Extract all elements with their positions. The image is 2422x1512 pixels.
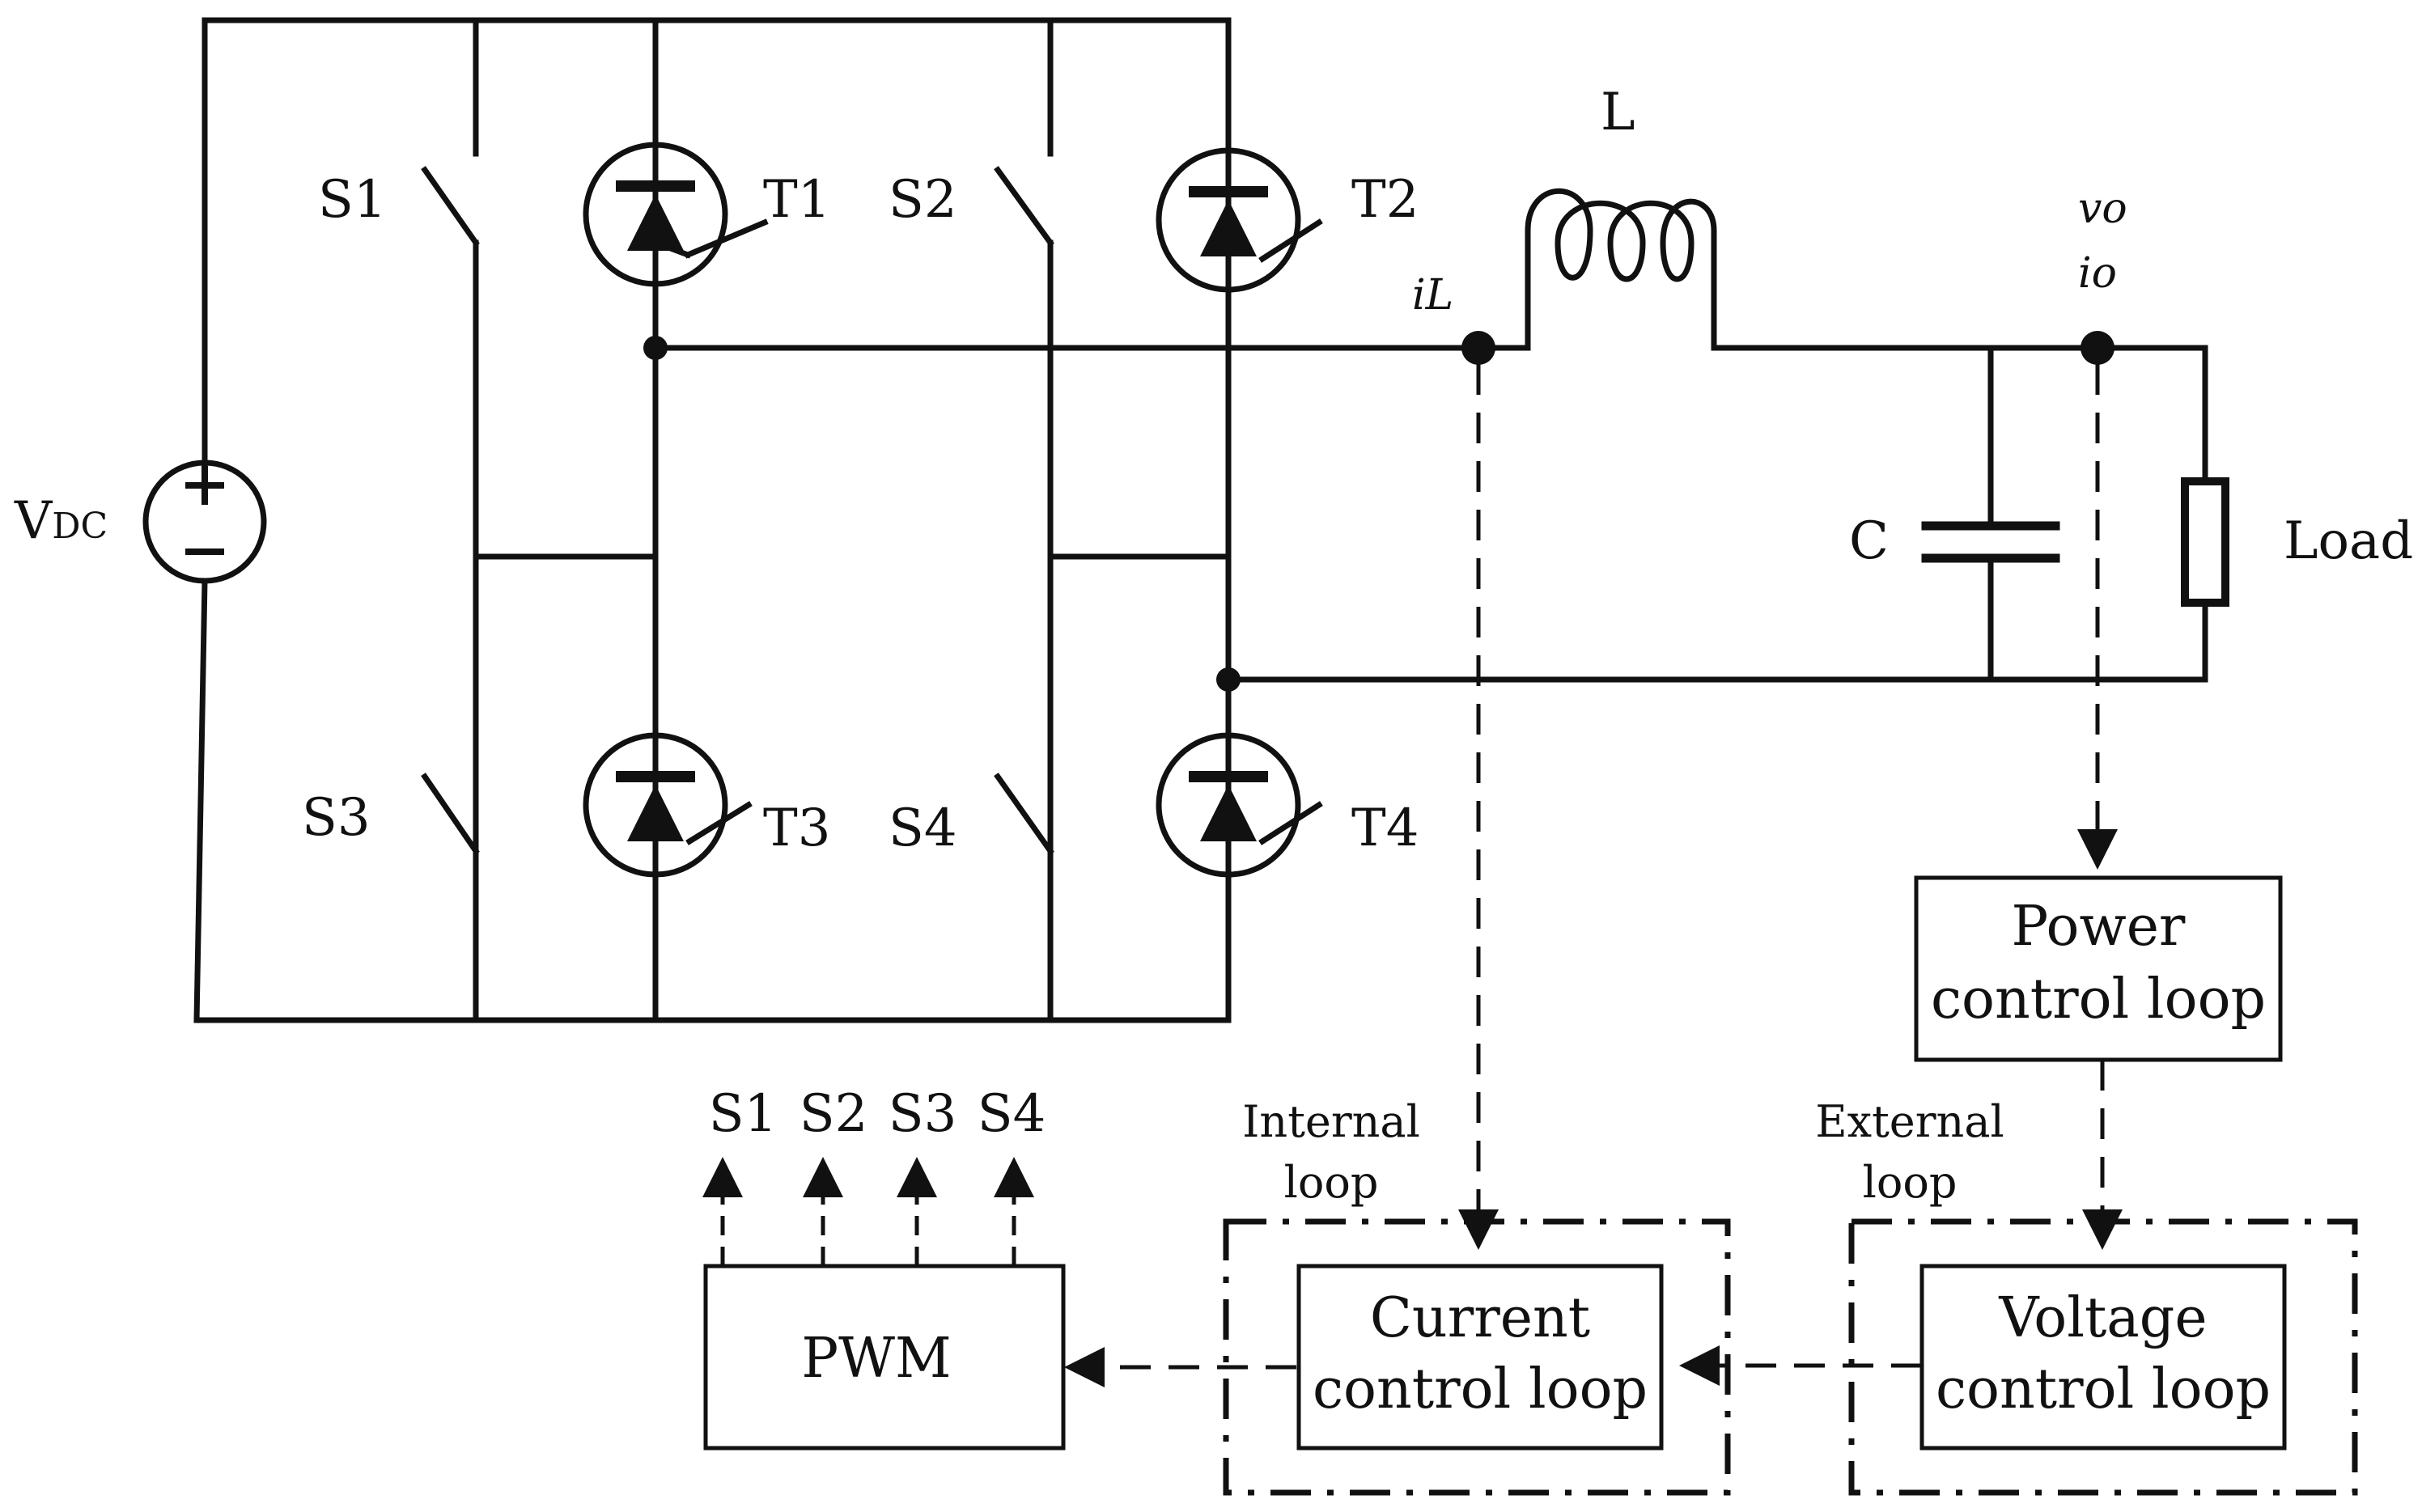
current-block-line1: Current — [1370, 1286, 1590, 1350]
thyristor-t3 — [583, 732, 753, 878]
capacitor-label: C — [1849, 511, 1889, 571]
switch-label-s3: S3 — [302, 788, 371, 848]
pwm-output-label-s3: S3 — [889, 1084, 957, 1144]
switch-s4-blade — [994, 773, 1054, 855]
pwm-output-label-s2: S2 — [800, 1084, 868, 1144]
pwm-block — [703, 1264, 1066, 1451]
inductor-current-label: iL — [1412, 271, 1453, 320]
inductor-label: L — [1601, 83, 1635, 142]
switch-label-s4: S4 — [889, 798, 957, 858]
voltage-block-line2: control loop — [1936, 1357, 2271, 1421]
external-loop-boundary — [1848, 1218, 2358, 1496]
voltage-control-block — [1919, 1264, 2287, 1451]
pwm-output-label-s4: S4 — [978, 1084, 1046, 1144]
current-control-block — [1296, 1264, 1664, 1451]
internal-loop-label-1: Internal — [1242, 1096, 1420, 1147]
switch-label-s1: S1 — [318, 170, 387, 230]
plus-icon — [185, 466, 224, 505]
internal-loop-label-2: loop — [1284, 1157, 1379, 1208]
external-loop-label-1: External — [1815, 1096, 2004, 1147]
thyristor-t2 — [1156, 147, 1323, 293]
switch-s1-blade — [421, 166, 480, 247]
sense-point-vo — [2081, 331, 2114, 365]
thyristor-label-t3: T3 — [763, 798, 830, 858]
output-current-label: io — [2078, 249, 2117, 298]
junction-right — [1216, 667, 1241, 692]
inductor-coil — [1525, 188, 1717, 351]
thyristor-t2-triangle — [1200, 200, 1257, 256]
external-loop-label-2: loop — [1863, 1157, 1958, 1208]
thyristor-t4-triangle — [1200, 785, 1257, 841]
sense-point-il — [1461, 331, 1495, 365]
thyristor-label-t4: T4 — [1351, 798, 1419, 858]
load-resistor — [2181, 477, 2229, 607]
switch-s3-blade — [421, 773, 480, 855]
current-block-line2: control loop — [1313, 1357, 1648, 1421]
pwm-output-label-s1: S1 — [709, 1084, 778, 1144]
source-label: VDC — [14, 491, 108, 551]
power-block-line1: Power — [2012, 895, 2186, 959]
thyristor-t1-triangle — [627, 194, 684, 251]
voltage-block-line1: Voltage — [1998, 1286, 2207, 1350]
internal-loop-boundary — [1223, 1218, 1731, 1496]
pwm-block-label: PWM — [801, 1327, 951, 1391]
thyristor-t1 — [583, 142, 769, 287]
dc-source-symbol — [142, 460, 267, 584]
switch-s2-blade — [994, 166, 1054, 247]
thyristor-label-t1: T1 — [763, 170, 830, 230]
thyristor-t4 — [1156, 732, 1323, 878]
output-voltage-label: vo — [2078, 184, 2127, 233]
thyristor-t3-triangle — [627, 785, 684, 841]
load-label: Load — [2284, 511, 2413, 571]
switch-label-s2: S2 — [889, 170, 957, 230]
source-wire-bottom — [193, 578, 208, 1023]
power-control-block — [1914, 875, 2283, 1062]
power-block-line2: control loop — [1931, 968, 2266, 1031]
capacitor-plates — [1921, 521, 2060, 563]
junction-left — [643, 336, 668, 360]
thyristor-label-t2: T2 — [1351, 170, 1419, 230]
